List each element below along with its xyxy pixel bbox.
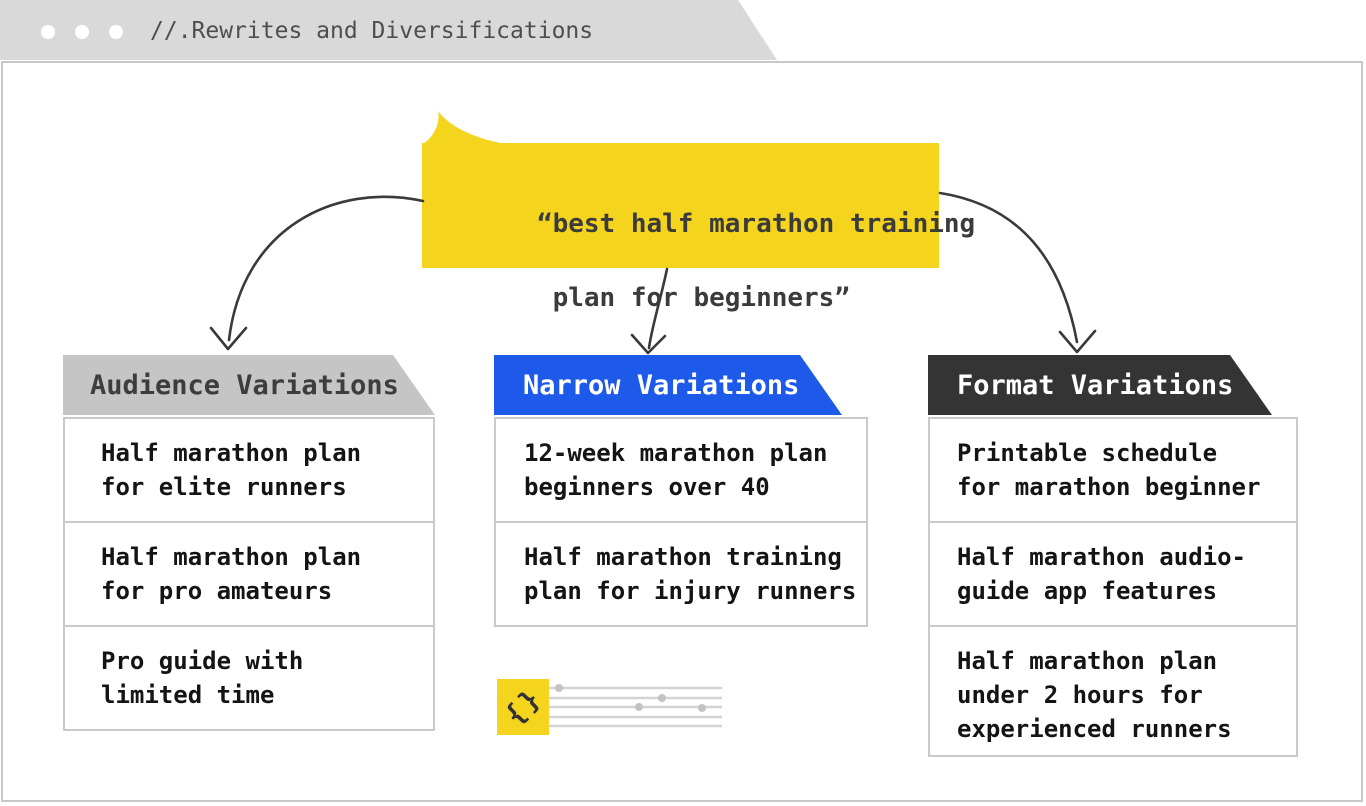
ruled-lines-decoration <box>549 684 722 728</box>
keyword-item: Half marathon training plan for injury r… <box>494 521 868 627</box>
column-header: Narrow Variations <box>494 355 842 415</box>
variation-column-narrow: Narrow Variations 12-week marathon plan … <box>494 355 868 627</box>
braces-badge: {} <box>497 679 549 735</box>
line-dot-icon <box>698 704 706 712</box>
column-header-label: Narrow Variations <box>523 369 800 401</box>
window-title: //.Rewrites and Diversifications <box>150 18 594 44</box>
window-dot-icon <box>75 25 89 39</box>
window-dot-icon <box>41 25 55 39</box>
keyword-item: Pro guide with limited time <box>63 625 435 731</box>
keyword-item: 12-week marathon plan beginners over 40 <box>494 417 868 523</box>
line-dot-icon <box>555 684 563 692</box>
braces-icon: {} <box>499 681 549 731</box>
column-body: Printable schedule for marathon beginner… <box>928 417 1298 757</box>
bubble-tail-icon <box>423 111 507 144</box>
line-dot-icon <box>635 703 643 711</box>
window-titlebar: //.Rewrites and Diversifications <box>0 0 777 60</box>
keyword-item: Half marathon plan for elite runners <box>63 417 435 523</box>
keyword-item: Half marathon plan under 2 hours for exp… <box>928 625 1298 757</box>
window-dot-icon <box>109 25 123 39</box>
seed-query-bubble: “best half marathon training plan for be… <box>422 111 975 313</box>
seed-query-line2: plan for beginners” <box>536 283 850 313</box>
seed-query-line1: “best half marathon training <box>536 209 976 239</box>
variation-column-audience: Audience Variations Half marathon plan f… <box>63 355 435 731</box>
keyword-item: Printable schedule for marathon beginner <box>928 417 1298 523</box>
column-header-label: Format Variations <box>957 369 1234 401</box>
keyword-item: Half marathon audio- guide app features <box>928 521 1298 627</box>
line-dot-icon <box>658 694 666 702</box>
keyword-item: Half marathon plan for pro amateurs <box>63 521 435 627</box>
column-header: Audience Variations <box>63 355 435 415</box>
column-header: Format Variations <box>928 355 1272 415</box>
column-header-label: Audience Variations <box>90 369 399 401</box>
variation-column-format: Format Variations Printable schedule for… <box>928 355 1298 757</box>
